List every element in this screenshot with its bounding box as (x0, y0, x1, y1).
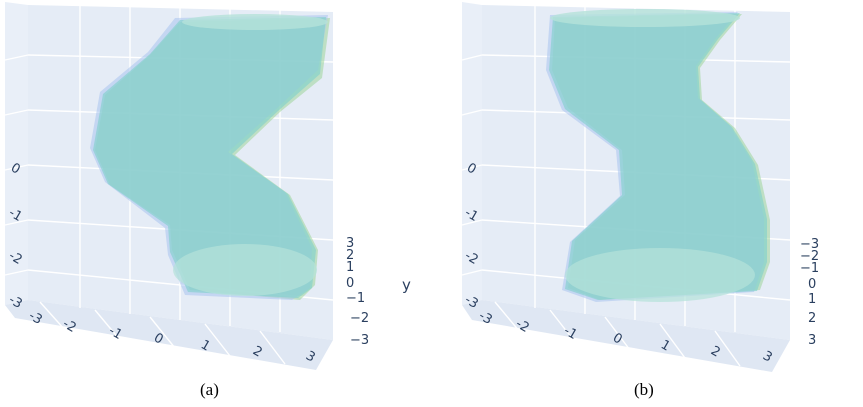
y-tick: −2 (350, 311, 369, 326)
surface-cap-top-b (550, 9, 740, 27)
y-tick: 2 (808, 311, 816, 326)
y-axis-title-a: y (402, 276, 411, 294)
pane-left-a (5, 2, 28, 305)
y-tick: −1 (346, 291, 365, 306)
y-tick: 0 (346, 276, 354, 291)
surface-cap-bottom-b (565, 248, 755, 302)
y-axis-ticks-a: 3 2 1 0 −1 −2 −3 (346, 236, 369, 348)
pane-floor-a (5, 300, 333, 370)
pane-left-b (462, 2, 482, 305)
y-tick: 2 (346, 248, 354, 263)
caption-b: (b) (634, 380, 654, 399)
y-tick: 1 (346, 260, 354, 275)
series-surface-teal-a (93, 17, 326, 298)
caption-a: (a) (200, 380, 219, 399)
y-tick: −3 (800, 237, 819, 252)
y-tick: 3 (346, 236, 354, 251)
y-tick: −3 (350, 333, 369, 348)
y-tick: 3 (808, 333, 816, 348)
y-axis-ticks-b: −3 −2 −1 0 1 2 3 (800, 237, 819, 348)
surface-cap-top-a (182, 14, 328, 30)
y-tick: 1 (808, 292, 816, 307)
y-tick: 0 (808, 277, 816, 292)
pane-floor-b (462, 300, 790, 372)
y-tick: −2 (800, 249, 819, 264)
panel-b: -3 -2 -1 0 1 2 3 0 -1 -2 -3 −3 −2 −1 0 1… (461, 2, 819, 399)
surface-cap-bottom-a (173, 244, 317, 296)
series-surface-teal-b (549, 13, 767, 300)
panel-a: -3 -2 -1 0 1 2 3 0 -1 -2 -3 3 2 1 0 −1 −… (4, 2, 411, 399)
y-tick: −1 (800, 261, 819, 276)
